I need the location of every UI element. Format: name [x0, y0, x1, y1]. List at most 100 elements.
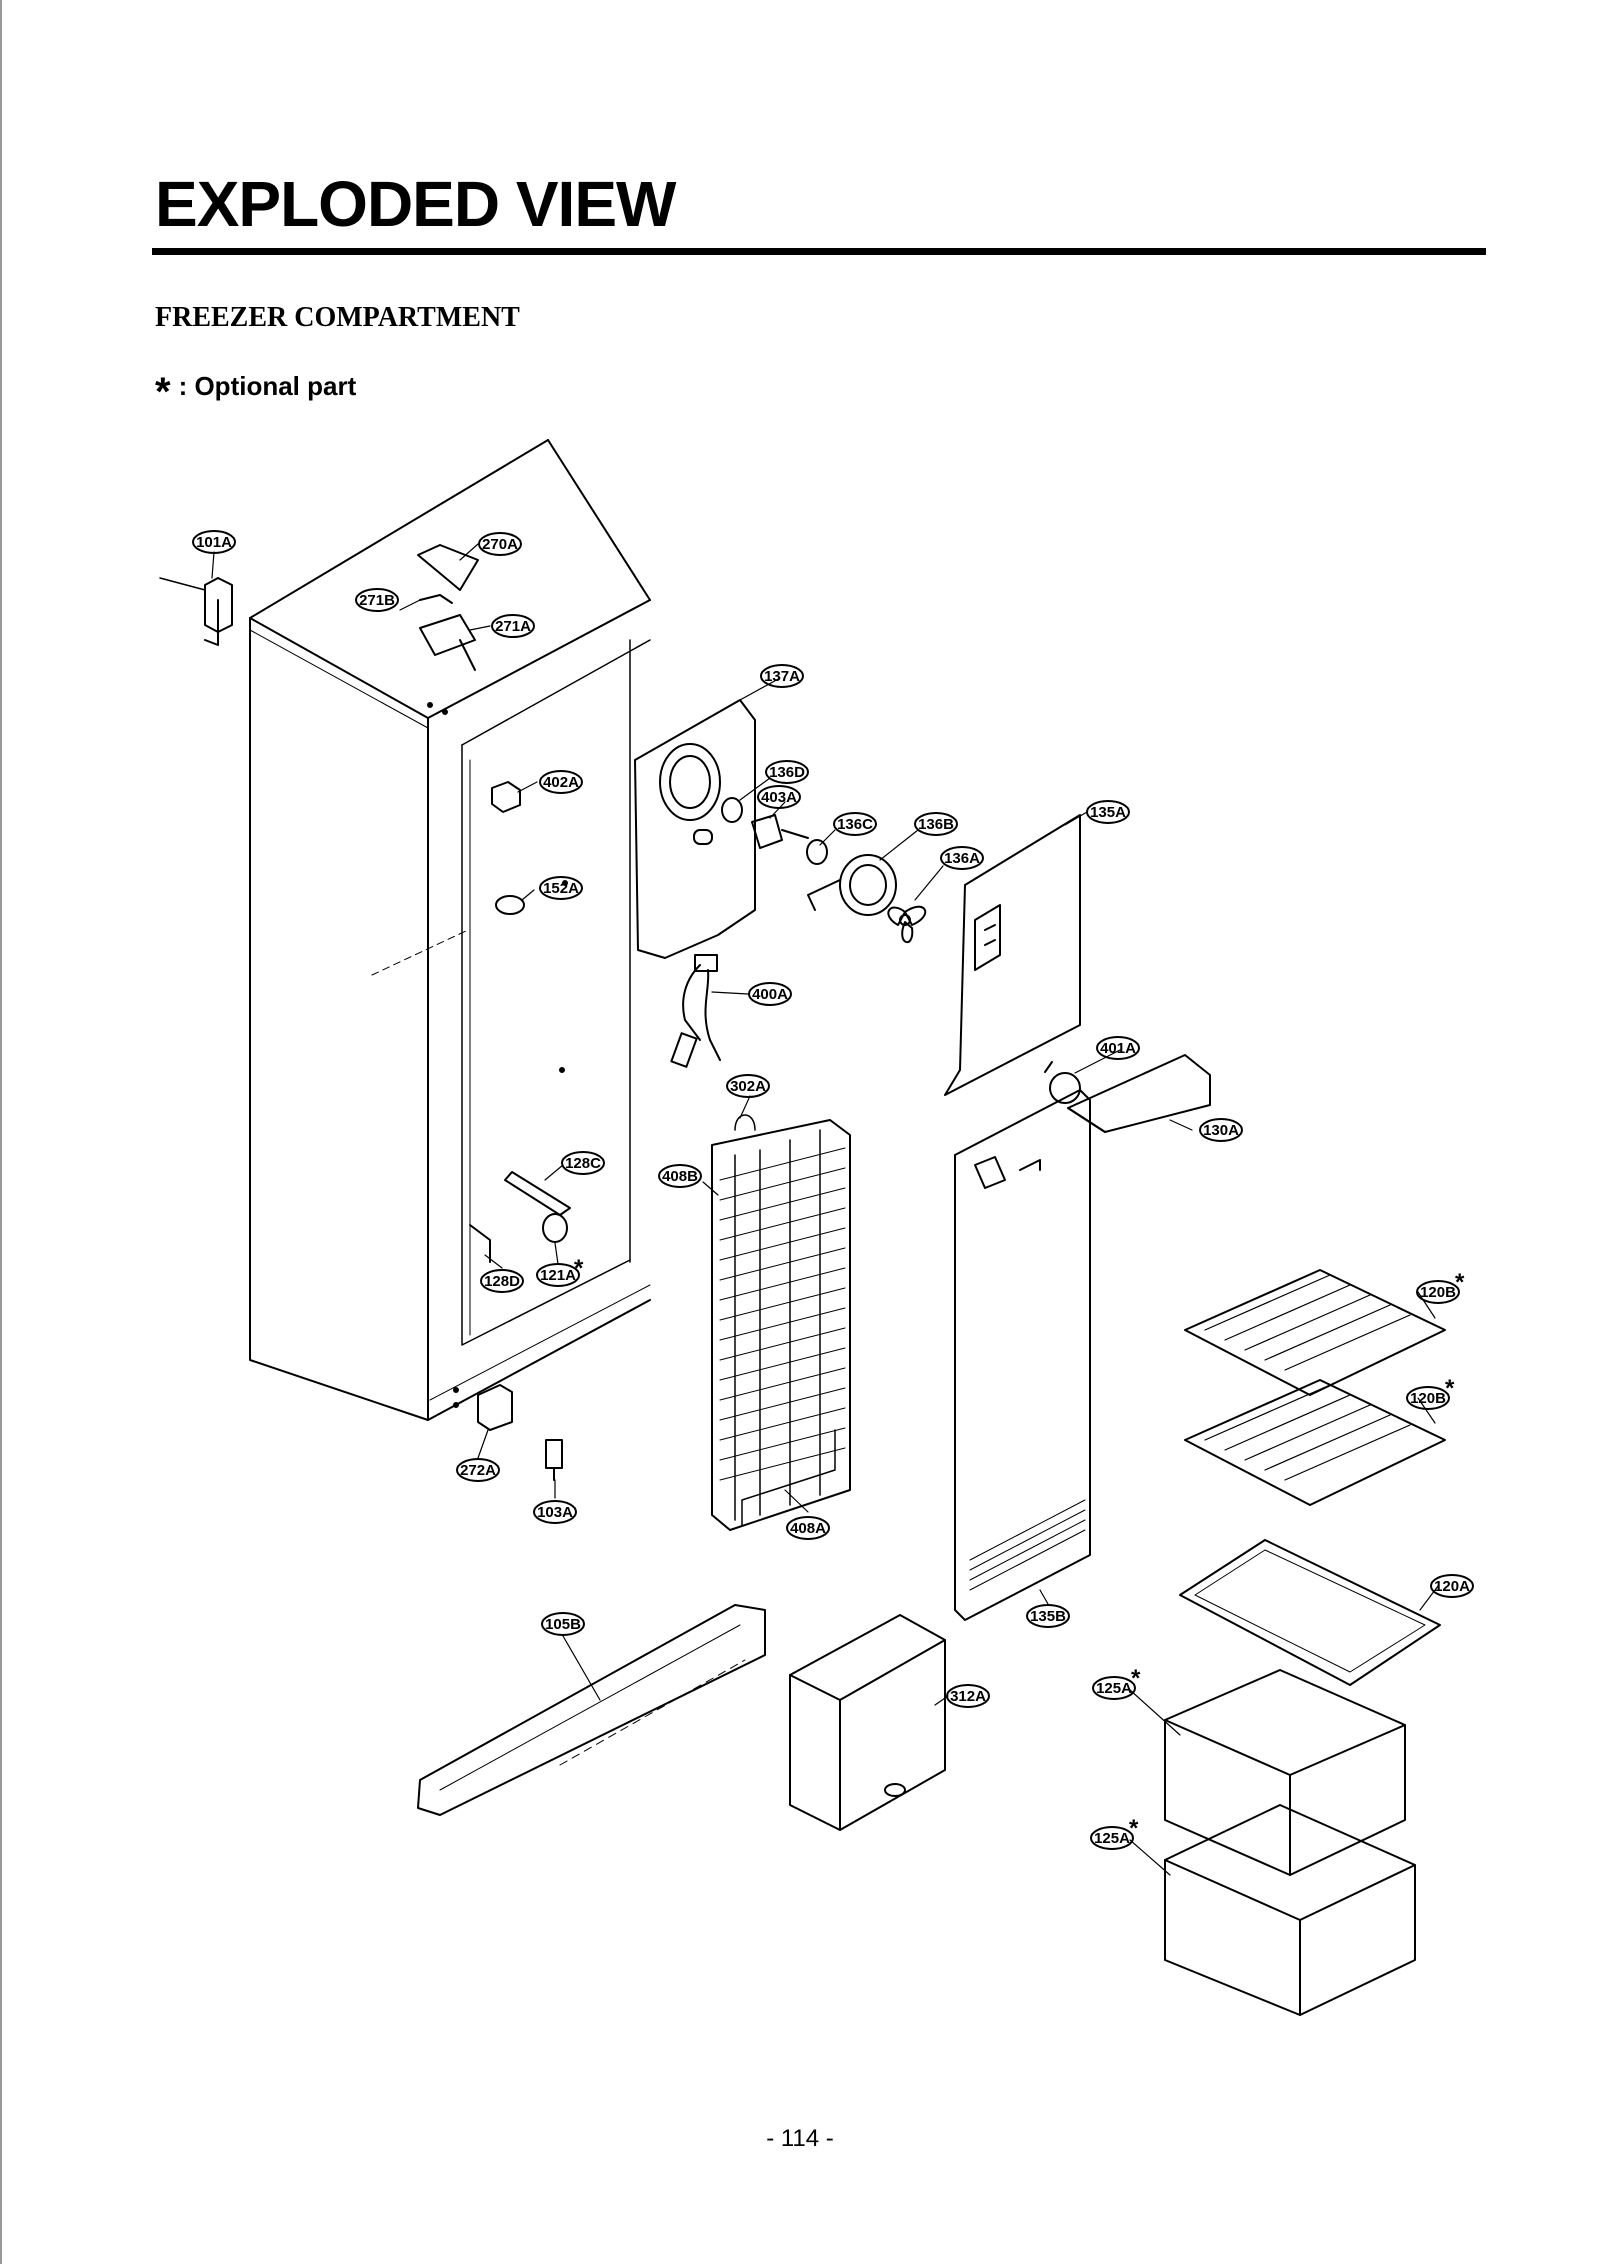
callout-label-135B: 135B — [1030, 1608, 1066, 1625]
callout-label-272A: 272A — [460, 1462, 496, 1479]
hinge-cover-270A — [417, 544, 479, 591]
callout-label-128D: 128D — [484, 1273, 520, 1290]
callout-label-135A: 135A — [1090, 804, 1126, 821]
callout-137A: 137A — [760, 664, 804, 688]
basket-125A-lower — [1164, 1804, 1416, 2016]
callout-label-121A: 121A — [540, 1267, 576, 1284]
callout-label-270A: 270A — [482, 536, 518, 553]
bracket-272A — [477, 1384, 513, 1431]
spacer-271B — [419, 594, 453, 604]
callout-label-400A: 400A — [752, 986, 788, 1003]
callout-120B-lower: 120B — [1406, 1386, 1450, 1410]
callout-label-120B-lower: 120B — [1410, 1390, 1446, 1407]
shelf-120B-upper — [1184, 1269, 1446, 1396]
callout-label-136D: 136D — [769, 764, 805, 781]
hinge-271A — [419, 614, 476, 671]
optional-star-125A-upper: * — [1131, 1665, 1141, 1692]
callout-label-401A: 401A — [1100, 1040, 1136, 1057]
callout-label-408B: 408B — [662, 1168, 698, 1185]
lamp-cover-130A — [1067, 1054, 1211, 1133]
callout-label-312A: 312A — [950, 1688, 986, 1705]
callout-label-130A: 130A — [1203, 1122, 1239, 1139]
fan-136A — [887, 905, 927, 944]
callout-label-125A-upper: 125A — [1096, 1680, 1132, 1697]
callout-label-120A: 120A — [1434, 1578, 1470, 1595]
callout-120B-upper: 120B — [1416, 1280, 1460, 1304]
harness-400A — [670, 954, 721, 1068]
section-heading: FREEZER COMPARTMENT — [155, 302, 520, 333]
optional-star-125A-lower: * — [1129, 1815, 1139, 1842]
title-underline — [152, 248, 1486, 255]
callout-136A: 136A — [940, 846, 984, 870]
callout-402A: 402A — [539, 770, 583, 794]
callout-400A: 400A — [748, 982, 792, 1006]
callout-label-136A: 136A — [944, 850, 980, 867]
callout-120A: 120A — [1430, 1574, 1474, 1598]
optional-star-120B-upper: * — [1455, 1269, 1465, 1296]
callout-128C: 128C — [561, 1151, 605, 1175]
optional-note-text: : Optional part — [178, 371, 357, 401]
callout-136C: 136C — [833, 812, 877, 836]
optional-star-121A: * — [574, 1255, 584, 1282]
callout-label-103A: 103A — [537, 1504, 573, 1521]
page-title: EXPLODED VIEW — [155, 168, 676, 240]
callout-136B: 136B — [914, 812, 958, 836]
callout-271B: 271B — [355, 588, 399, 612]
lamp-401A — [1044, 1061, 1081, 1104]
optional-star-120B-lower: * — [1445, 1375, 1455, 1402]
rail-128D — [469, 1224, 491, 1263]
duct-312A — [789, 1614, 946, 1831]
heater-408A — [741, 1429, 836, 1526]
page-edge-rule — [0, 0, 2, 2264]
callout-label-402A: 402A — [543, 774, 579, 791]
callout-103A: 103A — [533, 1500, 577, 1524]
callout-label-128C: 128C — [565, 1155, 601, 1172]
leader-lines — [211, 543, 1439, 1876]
fan-motor-403A — [751, 814, 809, 849]
callout-128D: 128D — [480, 1269, 524, 1293]
callout-152A: 152A — [539, 876, 583, 900]
callout-408A: 408A — [786, 1516, 830, 1540]
callout-408B: 408B — [658, 1164, 702, 1188]
callout-label-125A-lower: 125A — [1094, 1830, 1130, 1847]
freezer-cabinet — [249, 439, 651, 1421]
rail-128C — [504, 1171, 571, 1216]
callout-135A: 135A — [1086, 800, 1130, 824]
callout-label-105B: 105B — [545, 1616, 581, 1633]
callout-label-302A: 302A — [730, 1078, 766, 1095]
shelf-120B-lower — [1184, 1379, 1446, 1506]
callout-135B: 135B — [1026, 1604, 1070, 1628]
callout-label-271B: 271B — [359, 592, 395, 609]
callout-label-120B-upper: 120B — [1420, 1284, 1456, 1301]
callout-403A: 403A — [757, 785, 801, 809]
callout-label-136C: 136C — [837, 816, 873, 833]
callout-270A: 270A — [478, 532, 522, 556]
callout-271A: 271A — [491, 614, 535, 638]
callout-125A-lower: 125A — [1090, 1826, 1134, 1850]
callout-label-403A: 403A — [761, 789, 797, 806]
evaporator-cover-135B — [954, 1089, 1091, 1621]
optional-part-note: *: Optional part — [155, 360, 357, 414]
bracket-136B — [807, 854, 897, 916]
callout-302A: 302A — [726, 1074, 770, 1098]
callout-272A: 272A — [456, 1458, 500, 1482]
callout-105B: 105B — [541, 1612, 585, 1636]
callout-label-408A: 408A — [790, 1520, 826, 1537]
drain-pan-105B — [417, 1604, 766, 1816]
callout-121A: 121A — [536, 1263, 580, 1287]
callout-label-137A: 137A — [764, 668, 800, 685]
grommet-136C — [806, 839, 828, 865]
basket-125A-upper — [1164, 1669, 1406, 1876]
callout-125A-upper: 125A — [1092, 1676, 1136, 1700]
evaporator-cover-135A — [944, 814, 1081, 1096]
callout-130A: 130A — [1199, 1118, 1243, 1142]
grille-121A — [542, 1213, 568, 1243]
leveler-103A — [545, 1439, 563, 1481]
callout-label-271A: 271A — [495, 618, 531, 635]
page-number: - 114 - — [766, 2125, 834, 2152]
callout-label-152A: 152A — [543, 880, 579, 897]
cap-152A — [495, 895, 525, 915]
fan-shroud-137A — [634, 699, 756, 959]
callout-312A: 312A — [946, 1684, 990, 1708]
